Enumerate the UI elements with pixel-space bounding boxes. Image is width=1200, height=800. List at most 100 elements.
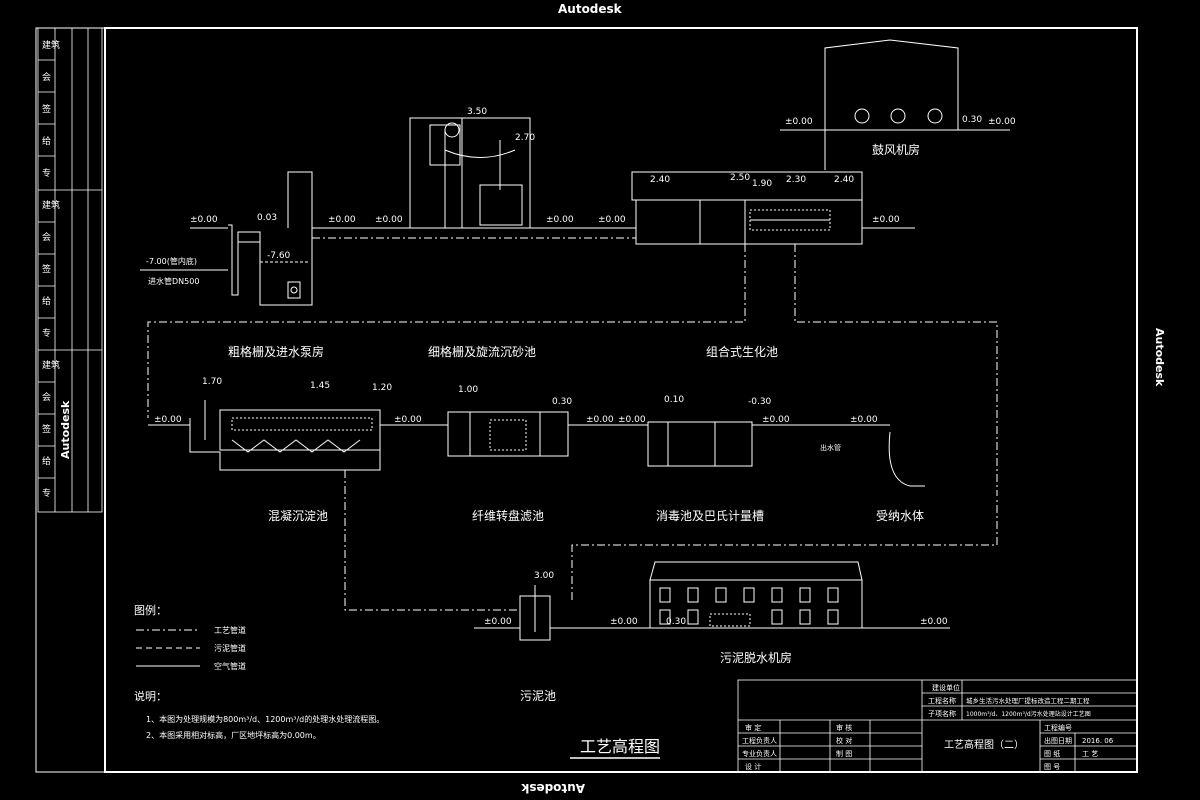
inlet-pipe-size: 进水管DN500	[148, 276, 199, 286]
elev-blower: 0.30	[962, 115, 982, 125]
elev-zero: ±0.00	[920, 617, 948, 627]
legend-item: 工艺管道	[214, 625, 246, 635]
tb-sub-label: 子项名称	[928, 709, 956, 718]
elev-bio: 2.30	[786, 175, 806, 185]
elev-row2: 1.45	[310, 381, 330, 391]
strip-label: 建筑	[42, 199, 60, 211]
notes-title: 说明：	[134, 689, 167, 703]
label-outlet: 出水管	[820, 443, 841, 452]
legend-item: 污泥管道	[214, 643, 246, 653]
elev-row2: -0.30	[748, 397, 772, 407]
strip-label: 给	[42, 455, 51, 467]
elev-zero: ±0.00	[850, 415, 878, 425]
elev-zero: ±0.00	[762, 415, 790, 425]
legend-title: 图例：	[134, 603, 167, 617]
watermark-bottom: Autodesk	[520, 781, 585, 795]
elev-bio: 2.40	[834, 175, 854, 185]
strip-label: 会	[42, 71, 51, 83]
watermark-left: Autodesk	[59, 400, 72, 459]
flow-connectors	[147, 244, 998, 496]
tb-row: 工程负责人	[742, 736, 777, 745]
fiber-filter	[447, 411, 569, 457]
elev-zero: ±0.00	[872, 215, 900, 225]
watermark-top: Autodesk	[558, 2, 623, 16]
elev-screen-mid: 2.70	[515, 133, 535, 143]
label-sludge-tank: 污泥池	[520, 689, 556, 703]
strip-label: 签	[42, 423, 51, 435]
tb-row: 审 定	[745, 723, 761, 732]
tb-project-name: 城乡生活污水处理厂提标改造工程二期工程	[966, 696, 1090, 705]
note-item: 1、本图为处理规模为800m³/d、1200m³/d的处理水处理流程图。	[146, 714, 384, 724]
drawing-title: 工艺高程图	[580, 737, 660, 756]
elev-row2: 0.30	[552, 397, 572, 407]
tb-row: 校 对	[836, 736, 852, 745]
pump-well	[228, 171, 313, 306]
sludge-connectors	[344, 470, 998, 611]
elev-blower: ±0.00	[785, 117, 813, 127]
elev-row2: 0.10	[664, 395, 684, 405]
strip-label: 签	[42, 263, 51, 275]
elev-zero: ±0.00	[328, 215, 356, 225]
watermark-right: Autodesk	[1153, 328, 1166, 387]
tb-right-label: 图 号	[1044, 763, 1060, 771]
tb-project-label: 工程名称	[928, 696, 956, 705]
elev-house: 0.30	[666, 617, 686, 627]
label-receiving-water: 受纳水体	[876, 509, 924, 523]
tb-sub-name: 1000m³/d、1200m³/d污水处理站设计工艺图	[966, 710, 1091, 718]
elev-bio: 2.50	[730, 173, 750, 183]
strip-label: 专	[42, 327, 51, 339]
elev-row2: 1.00	[458, 385, 478, 395]
label-blower-house: 鼓风机房	[872, 142, 920, 157]
elev-row2: 1.20	[372, 383, 392, 393]
tb-date: 2016. 06	[1082, 737, 1114, 745]
elev-inlet: -7.00(管内底)	[146, 256, 197, 266]
tb-drawing-no: 工程编号	[1044, 723, 1072, 732]
elev-bio: 1.90	[752, 179, 772, 189]
strip-label: 给	[42, 135, 51, 147]
label-clarifier: 混凝沉淀池	[268, 508, 328, 523]
note-item: 2、本图采用相对标高，厂区地坪标高为0.00m。	[146, 730, 321, 740]
elev-zero: ±0.00	[610, 617, 638, 627]
screen-building	[409, 117, 531, 229]
elev-pump-top: 0.03	[257, 213, 277, 223]
elev-zero: ±0.00	[586, 415, 614, 425]
elev-zero: ±0.00	[190, 215, 218, 225]
bio-tank	[631, 171, 863, 245]
elev-zero: ±0.00	[546, 215, 574, 225]
strip-label: 会	[42, 391, 51, 403]
tb-row: 制 图	[836, 749, 852, 758]
disinfection-tank	[647, 421, 753, 467]
label-coarse-screen: 粗格栅及进水泵房	[228, 344, 324, 359]
strip-label: 签	[42, 103, 51, 115]
sludge-tank	[519, 585, 551, 641]
tb-row: 设 计	[745, 762, 761, 771]
tb-sheet-code: 工 艺	[1082, 750, 1098, 758]
legend-item: 空气管道	[214, 661, 246, 671]
dewatering-house	[649, 561, 863, 629]
strip-label: 专	[42, 167, 51, 179]
legend-lines	[136, 629, 200, 667]
elev-bio: 2.40	[650, 175, 670, 185]
tb-sheet-title: 工艺高程图（二）	[944, 738, 1024, 751]
blower-house	[780, 39, 1010, 170]
strip-label: 建筑	[42, 359, 60, 371]
drawing-border	[35, 27, 1138, 773]
elev-zero: ±0.00	[154, 415, 182, 425]
elev-zero: ±0.00	[375, 215, 403, 225]
elev-sludge: 3.00	[534, 571, 554, 581]
title-block	[737, 679, 1138, 773]
label-disinfection: 消毒池及巴氏计量槽	[656, 509, 764, 523]
strip-label: 建筑	[42, 39, 60, 51]
elev-zero: ±0.00	[484, 617, 512, 627]
elev-blower: ±0.00	[988, 117, 1016, 127]
label-fiber-filter: 纤维转盘滤池	[472, 508, 544, 523]
elev-zero: ±0.00	[618, 415, 646, 425]
receiving-water	[888, 431, 925, 487]
tb-right-label: 出图日期	[1044, 736, 1072, 745]
label-fine-screen: 细格栅及旋流沉砂池	[428, 344, 536, 359]
left-signature-strip	[37, 27, 103, 513]
label-bio-tank: 组合式生化池	[706, 344, 778, 359]
elev-row2: 1.70	[202, 377, 222, 387]
elev-screen-top: 3.50	[467, 107, 487, 117]
